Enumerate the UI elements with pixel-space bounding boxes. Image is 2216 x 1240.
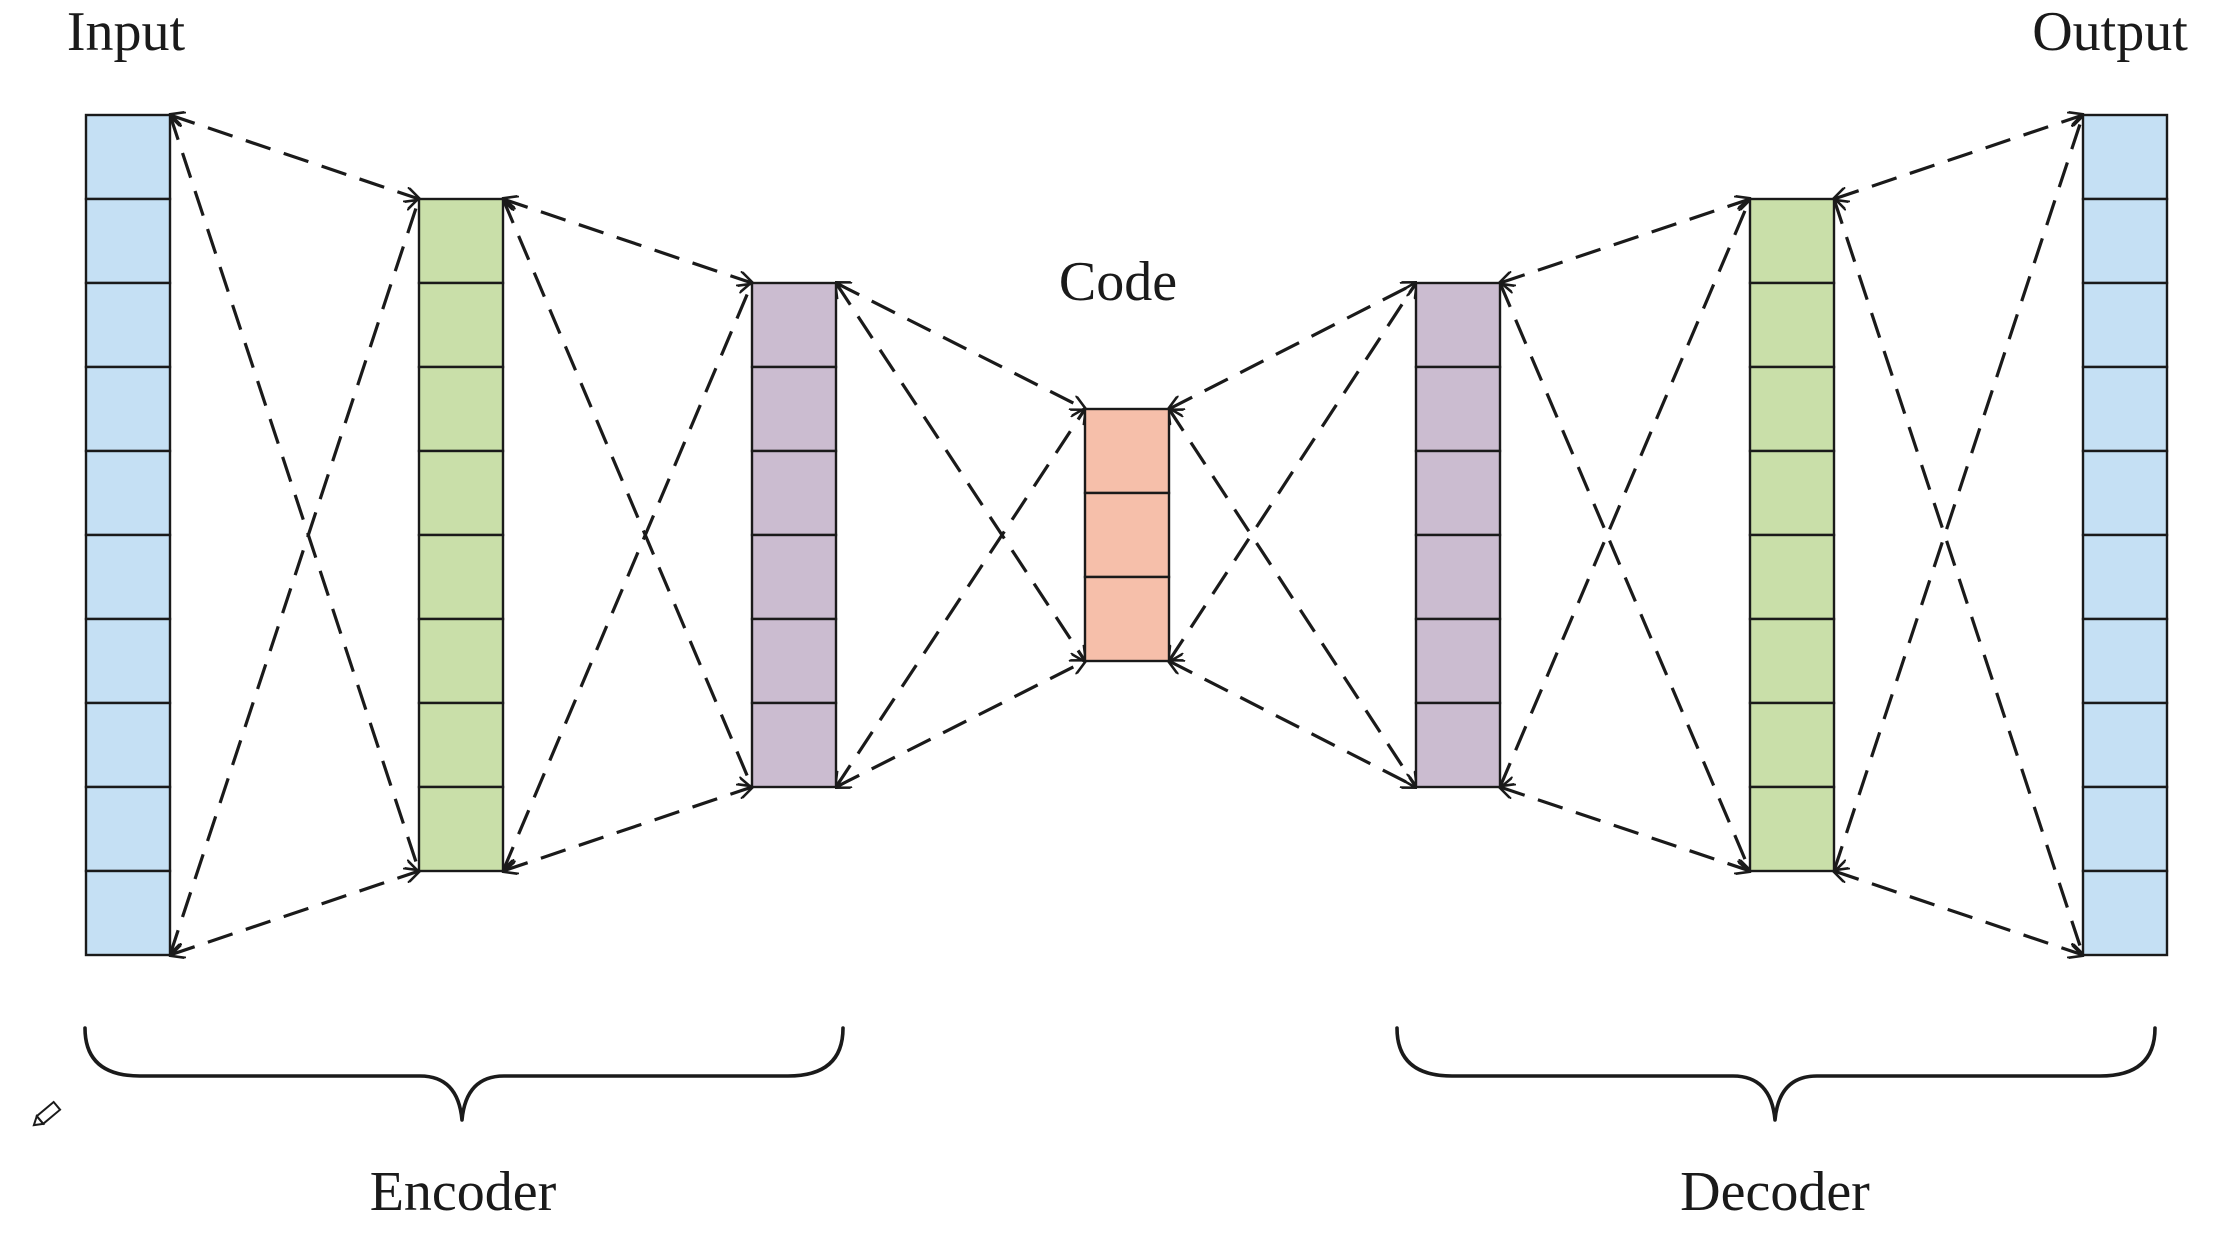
layer-enc-h1-cell bbox=[417, 701, 505, 789]
edge-enc-h1-to-enc-h2-cross-down bbox=[503, 199, 752, 787]
edge-dec-h2-to-output-bottom bbox=[1834, 871, 2083, 955]
encoder-brace bbox=[83, 1026, 845, 1122]
layer-output bbox=[2081, 113, 2169, 957]
layer-dec-h1-cell bbox=[1414, 449, 1502, 537]
layer-columns bbox=[84, 113, 2169, 957]
layer-dec-h1-cell bbox=[1414, 365, 1502, 453]
layer-dec-h1-cell bbox=[1414, 281, 1502, 369]
edge-input-to-enc-h1-top bbox=[170, 115, 419, 199]
edge-dec-h1-to-dec-h2-cross-up bbox=[1500, 199, 1750, 787]
layer-dec-h2 bbox=[1748, 197, 1836, 873]
layer-dec-h1-cell bbox=[1414, 617, 1502, 705]
edge-enc-h1-to-enc-h2-top bbox=[503, 199, 752, 283]
layer-output-cell bbox=[2081, 785, 2169, 873]
pencil-icon bbox=[32, 1100, 62, 1127]
layer-input-cell bbox=[84, 197, 172, 285]
layer-enc-h2-cell bbox=[750, 617, 838, 705]
layer-input-cell bbox=[84, 701, 172, 789]
layer-output-cell bbox=[2081, 365, 2169, 453]
edge-enc-h2-to-code-top bbox=[836, 283, 1085, 409]
layer-enc-h1-cell bbox=[417, 365, 505, 453]
layer-enc-h2-cell bbox=[750, 365, 838, 453]
encoder-label: Encoder bbox=[370, 1161, 557, 1223]
layer-dec-h2-cell bbox=[1748, 365, 1836, 453]
layer-output-cell bbox=[2081, 449, 2169, 537]
layer-input-cell bbox=[84, 617, 172, 705]
layer-input-cell bbox=[84, 785, 172, 873]
edge-enc-h1-to-enc-h2-bottom bbox=[503, 787, 752, 871]
layer-output-cell bbox=[2081, 533, 2169, 621]
output-label: Output bbox=[2032, 1, 2188, 63]
edge-enc-h1-to-enc-h2-cross-up bbox=[503, 283, 752, 871]
layer-dec-h2-cell bbox=[1748, 197, 1836, 285]
layer-enc-h2-cell bbox=[750, 449, 838, 537]
layer-input-cell bbox=[84, 365, 172, 453]
code-label: Code bbox=[1059, 251, 1177, 313]
layer-code bbox=[1083, 407, 1171, 663]
edge-code-to-dec-h1-bottom bbox=[1169, 661, 1416, 787]
layer-input-cell bbox=[84, 113, 172, 201]
edge-enc-h2-to-code-cross-up bbox=[836, 409, 1085, 787]
edge-code-to-dec-h1-top bbox=[1169, 283, 1416, 409]
input-label: Input bbox=[67, 1, 186, 63]
layer-dec-h1 bbox=[1414, 281, 1502, 789]
layer-output-cell bbox=[2081, 197, 2169, 285]
decoder-brace bbox=[1395, 1026, 2157, 1122]
layer-enc-h1 bbox=[417, 197, 505, 873]
layer-dec-h1-cell bbox=[1414, 701, 1502, 789]
layer-output-cell bbox=[2081, 281, 2169, 369]
layer-dec-h2-cell bbox=[1748, 281, 1836, 369]
edge-code-to-dec-h1-cross-up bbox=[1169, 283, 1416, 661]
edge-enc-h2-to-code-cross-down bbox=[836, 283, 1085, 661]
layer-input-cell bbox=[84, 869, 172, 957]
edge-input-to-enc-h1-bottom bbox=[170, 871, 419, 955]
edge-dec-h1-to-dec-h2-cross-down bbox=[1500, 283, 1750, 871]
layer-output-cell bbox=[2081, 113, 2169, 201]
layer-enc-h2-cell bbox=[750, 281, 838, 369]
layer-dec-h2-cell bbox=[1748, 785, 1836, 873]
layer-code-cell bbox=[1083, 575, 1171, 663]
layer-dec-h2-cell bbox=[1748, 449, 1836, 537]
layer-output-cell bbox=[2081, 701, 2169, 789]
layer-enc-h1-cell bbox=[417, 449, 505, 537]
edge-input-to-enc-h1-cross-down bbox=[170, 115, 419, 871]
layer-enc-h1-cell bbox=[417, 617, 505, 705]
layer-enc-h2-cell bbox=[750, 533, 838, 621]
layer-code-cell bbox=[1083, 491, 1171, 579]
layer-enc-h1-cell bbox=[417, 281, 505, 369]
edge-dec-h2-to-output-cross-down bbox=[1834, 199, 2083, 955]
layer-dec-h1-cell bbox=[1414, 533, 1502, 621]
layer-enc-h1-cell bbox=[417, 533, 505, 621]
edge-dec-h1-to-dec-h2-bottom bbox=[1500, 787, 1750, 871]
edge-enc-h2-to-code-bottom bbox=[836, 661, 1085, 787]
edge-code-to-dec-h1-cross-down bbox=[1169, 409, 1416, 787]
layer-dec-h2-cell bbox=[1748, 617, 1836, 705]
layer-input-cell bbox=[84, 281, 172, 369]
edge-dec-h2-to-output-cross-up bbox=[1834, 115, 2083, 871]
layer-input-cell bbox=[84, 449, 172, 537]
layer-enc-h1-cell bbox=[417, 785, 505, 873]
layer-output-cell bbox=[2081, 869, 2169, 957]
edge-dec-h1-to-dec-h2-top bbox=[1500, 199, 1750, 283]
edge-dec-h2-to-output-top bbox=[1834, 115, 2083, 199]
layer-enc-h1-cell bbox=[417, 197, 505, 285]
layer-enc-h2 bbox=[750, 281, 838, 789]
layer-output-cell bbox=[2081, 617, 2169, 705]
connection-edges bbox=[170, 115, 2083, 955]
layer-input bbox=[84, 113, 172, 957]
edge-input-to-enc-h1-cross-up bbox=[170, 199, 419, 955]
layer-enc-h2-cell bbox=[750, 701, 838, 789]
layer-dec-h2-cell bbox=[1748, 533, 1836, 621]
decoder-label: Decoder bbox=[1680, 1161, 1870, 1223]
layer-input-cell bbox=[84, 533, 172, 621]
layer-dec-h2-cell bbox=[1748, 701, 1836, 789]
layer-code-cell bbox=[1083, 407, 1171, 495]
